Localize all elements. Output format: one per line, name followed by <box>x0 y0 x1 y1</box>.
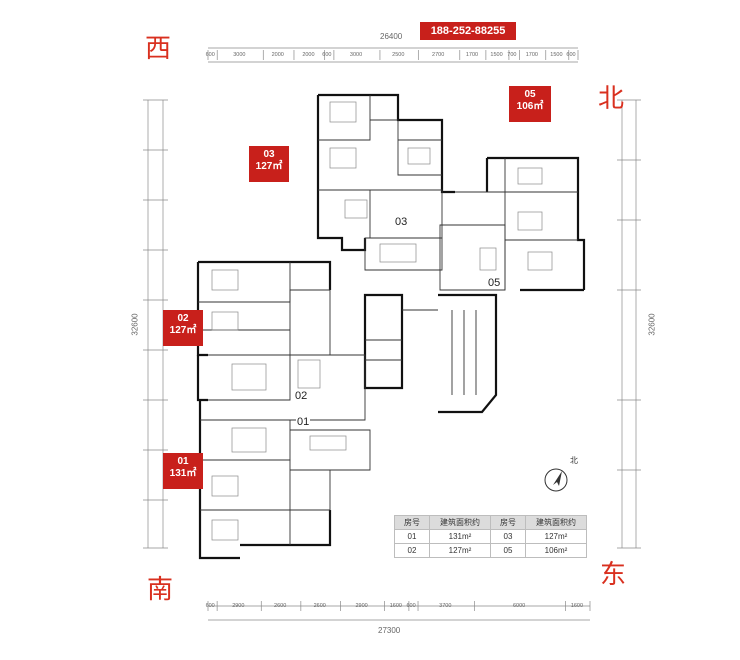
dimension-bottom-total: 27300 <box>378 626 401 635</box>
unit-tag-area: 106㎡ <box>516 101 544 112</box>
unit-tag-id: 01 <box>177 456 189 467</box>
dimension-segment-label: 2600 <box>274 603 287 609</box>
dimension-segment-label: 1700 <box>525 52 538 58</box>
compass-icon <box>544 468 568 492</box>
table-header: 建筑面积约 <box>429 515 491 530</box>
unit-tag-area: 127㎡ <box>255 161 283 172</box>
dimension-segment-label: 2500 <box>392 52 405 58</box>
dimension-segment-label: 1500 <box>550 52 563 58</box>
dimension-segment-label: 1600 <box>389 603 402 609</box>
direction-west: 西 <box>145 34 172 64</box>
dimension-segment-label: 3700 <box>439 603 452 609</box>
dimension-segment-label: 2900 <box>355 603 368 609</box>
unit-tag-03: 03 127㎡ <box>249 146 289 182</box>
dimension-segment-label: 2600 <box>313 603 326 609</box>
dimension-segment-label: 600 <box>205 603 215 609</box>
unit-tag-id: 05 <box>524 89 536 100</box>
dimension-top-total: 26400 <box>380 32 403 41</box>
dimension-segment-label: 6000 <box>512 603 526 609</box>
table-cell: 05 <box>490 543 526 558</box>
dimension-right-total: 32600 <box>647 313 657 336</box>
table-cell: 01 <box>394 529 430 544</box>
dimension-left-total: 32600 <box>130 313 140 336</box>
dimension-segment-label: 1500 <box>490 52 503 58</box>
direction-north: 北 <box>598 84 625 114</box>
unit-tag-05: 05 106㎡ <box>509 86 551 122</box>
dimension-segment-label: 600 <box>205 52 215 58</box>
interior-walls <box>198 95 578 545</box>
dimension-segment-label: 600 <box>406 603 416 609</box>
table-header: 房号 <box>394 515 430 530</box>
direction-east: 东 <box>600 560 627 590</box>
dimension-segment-label: 2000 <box>302 52 315 58</box>
table-cell: 127m² <box>525 529 587 544</box>
dimension-segment-label: 2000 <box>271 52 284 58</box>
table-cell: 131m² <box>429 529 491 544</box>
dimension-segment-label: 700 <box>507 52 517 58</box>
dimension-segment-label: 3000 <box>233 52 246 58</box>
dimension-segment-label: 1600 <box>570 603 584 609</box>
table-cell: 03 <box>490 529 526 544</box>
plan-label-03: 03 <box>394 216 409 228</box>
unit-tag-02: 02 127㎡ <box>163 310 203 346</box>
plan-label-02: 02 <box>294 390 309 402</box>
direction-south: 南 <box>147 575 174 605</box>
furniture <box>211 101 553 541</box>
area-table: 房号 建筑面积约 房号 建筑面积约 01 131m² 03 127m² 02 1… <box>394 515 587 558</box>
phone-number: 188-252-88255 <box>420 22 516 40</box>
table-cell: 106m² <box>525 543 587 558</box>
plan-label-05: 05 <box>487 277 502 289</box>
dimension-segment-label: 3000 <box>349 52 363 58</box>
table-cell: 02 <box>394 543 430 558</box>
dimension-segment-label: 2700 <box>432 52 445 58</box>
unit-tag-01: 01 131㎡ <box>163 453 203 489</box>
unit-tag-area: 127㎡ <box>169 325 197 336</box>
table-header-row: 房号 建筑面积约 房号 建筑面积约 <box>394 515 587 530</box>
dimension-segment-label: 1700 <box>465 52 479 58</box>
table-row: 01 131m² 03 127m² <box>394 529 587 544</box>
table-cell: 127m² <box>429 543 491 558</box>
unit-tag-id: 03 <box>263 149 275 160</box>
plan-label-01: 01 <box>296 416 311 428</box>
table-header: 建筑面积约 <box>525 515 587 530</box>
table-header: 房号 <box>490 515 526 530</box>
compass-label: 北 <box>570 456 578 465</box>
dimension-segment-label: 600 <box>322 52 332 58</box>
table-row: 02 127m² 05 106m² <box>394 543 587 558</box>
unit-tag-id: 02 <box>177 313 189 324</box>
unit-tag-area: 131㎡ <box>169 468 197 479</box>
dimension-segment-label: 2900 <box>232 603 245 609</box>
dimension-segment-label: 600 <box>566 52 576 58</box>
